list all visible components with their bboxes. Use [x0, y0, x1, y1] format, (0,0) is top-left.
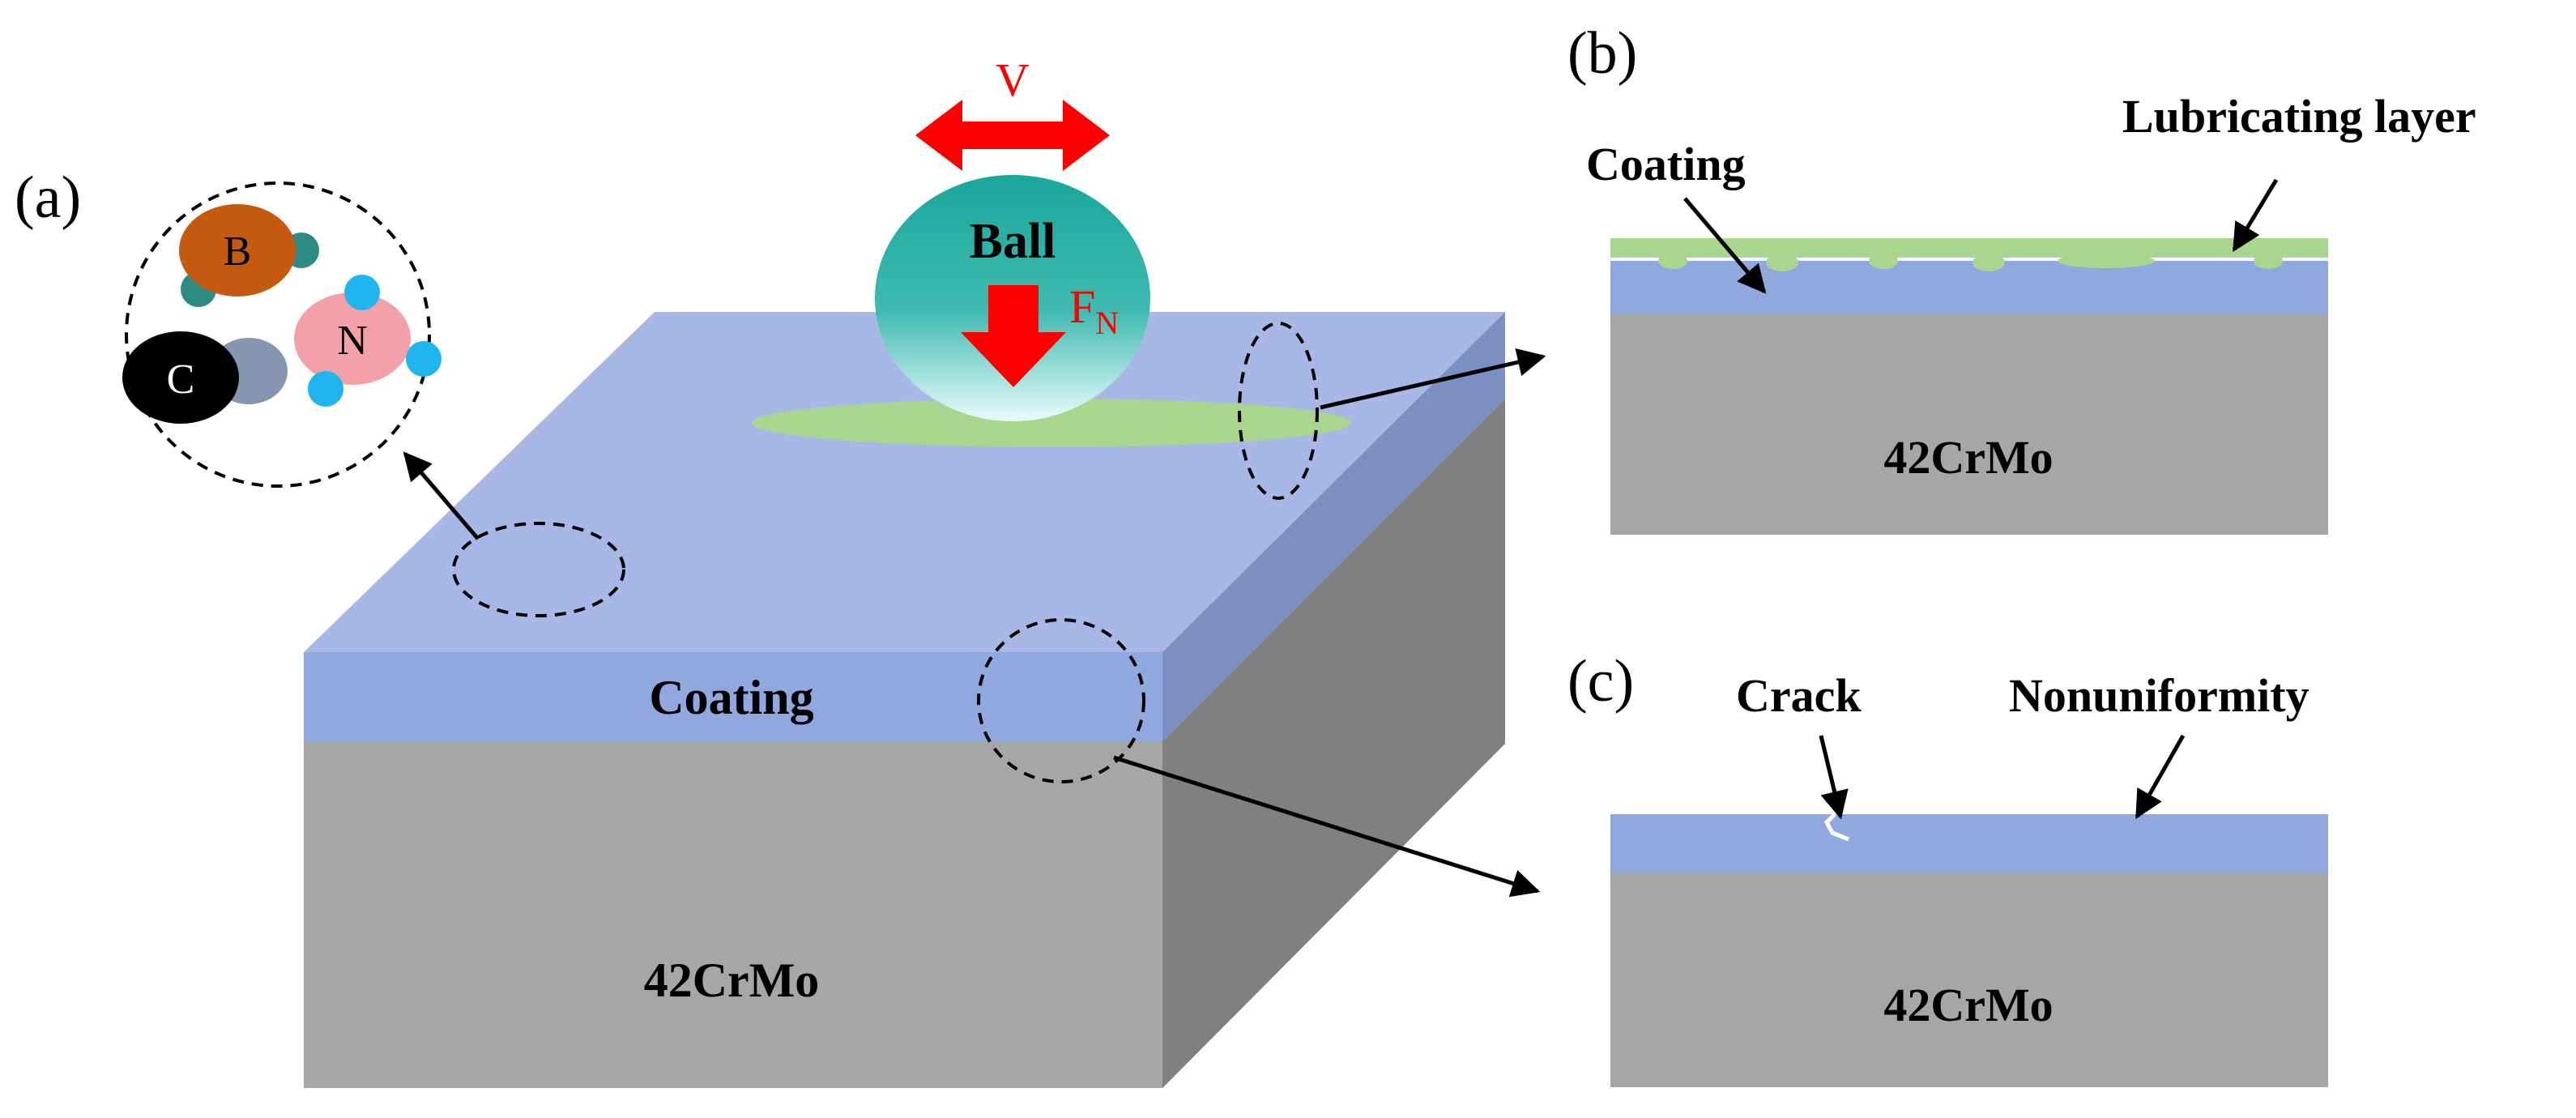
force-label: FN [1069, 280, 1119, 341]
b-substrate [1610, 314, 2328, 535]
panel-c-label: (c) [1567, 648, 1634, 715]
b-coating [1610, 261, 2328, 314]
c-surface-defect [2094, 809, 2130, 814]
dashed-circle-edge [977, 618, 1145, 783]
coating-front-face [304, 652, 1162, 741]
lubricant-track [752, 399, 1351, 447]
panel-c: (c) Crack Nonuniformity 42CrMo [1113, 648, 2328, 1087]
carbon-label: C [167, 356, 195, 403]
b-lubricating-pointer [2232, 178, 2279, 252]
dashed-circle-surface [452, 522, 625, 617]
c-surface-defect [1985, 808, 2019, 814]
velocity-arrow [915, 100, 1110, 171]
cyan-atom-icon [344, 275, 380, 310]
main-block: Coating 42CrMo [304, 312, 1505, 1088]
atom-zoom-circle [125, 181, 431, 488]
c-surface-defect [1700, 804, 1756, 814]
nitrogen-label: N [337, 318, 368, 364]
b-lubricant-bump [2254, 253, 2283, 269]
dashed-circle-track [1238, 322, 1319, 500]
c-nonuniformity-label: Nonuniformity [2009, 669, 2309, 722]
c-crack-pointer [1819, 735, 1849, 820]
coating-top-face [304, 312, 1505, 652]
c-coating [1610, 814, 2328, 873]
b-lubricant-bump [2058, 254, 2155, 268]
zoom-arrow-a [403, 451, 480, 540]
coating-side-face [1162, 312, 1505, 741]
c-substrate [1610, 873, 2328, 1087]
b-lubricant-bump [1766, 254, 1798, 271]
coating-label: Coating [649, 671, 813, 724]
c-crack-label: Crack [1736, 669, 1862, 722]
ball-label: Ball [970, 214, 1056, 269]
boron-label: B [224, 228, 252, 275]
b-coating-pointer [1683, 197, 1767, 294]
panel-b-label: (b) [1567, 20, 1637, 87]
b-coating-label: Coating [1586, 138, 1746, 190]
normal-force-arrow [961, 285, 1066, 387]
b-lubricant-bump [1973, 254, 2005, 271]
boron-atom-icon [179, 204, 296, 297]
nitrogen-atom-icon [294, 292, 411, 385]
b-lubricant-bump [1658, 253, 1687, 269]
substrate-side-face [1162, 399, 1505, 1088]
cyan-atom-icon [308, 371, 343, 407]
carbon-atom-icon [122, 331, 239, 424]
zoom-arrow-b [1320, 348, 1546, 410]
c-surface-defect [2143, 810, 2211, 814]
b-lubricating-label: Lubricating layer [2122, 90, 2476, 143]
b-lubricating-layer [1610, 238, 2328, 258]
b-substrate-label: 42CrMo [1883, 431, 2053, 484]
c-surface-defect [1766, 809, 1821, 814]
velocity-label: V [996, 53, 1030, 106]
panel-a: (a) B N C [15, 164, 480, 540]
cyan-atom-icon [406, 341, 441, 377]
c-substrate-label: 42CrMo [1883, 979, 2053, 1031]
panel-b: (b) Coating Lubricating layer 42CrMo [1320, 20, 2476, 535]
c-nonuniformity-pointer [2135, 734, 2186, 820]
substrate-label: 42CrMo [644, 954, 820, 1007]
b-lubricant-bump [1869, 253, 1898, 269]
zoom-arrow-c [1113, 755, 1541, 898]
ball-assembly: V Ball FN [875, 53, 1150, 421]
substrate-front-face [304, 741, 1162, 1088]
panel-a-label: (a) [15, 164, 81, 231]
